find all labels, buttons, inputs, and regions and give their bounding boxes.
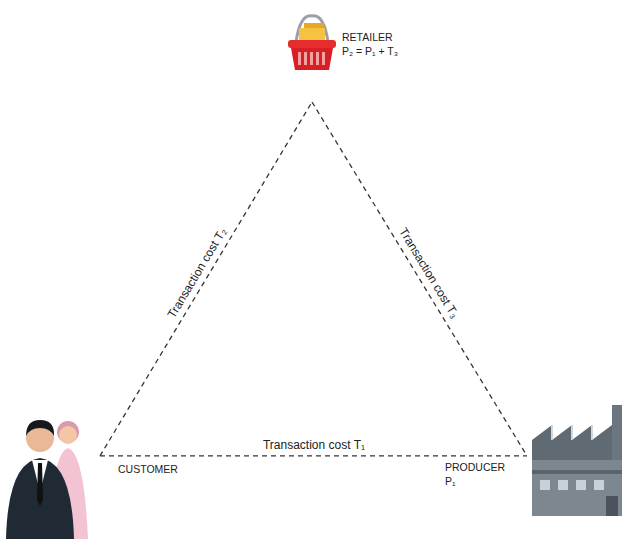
node-name: RETAILER (342, 30, 398, 44)
edge-label: Transaction cost T₁ (262, 438, 364, 452)
transaction-link (100, 102, 312, 456)
node-name: PRODUCER (445, 460, 505, 474)
customer-icon (6, 420, 88, 539)
node-text-group: RETAILERP₂ = P₁ + T₃ (342, 30, 398, 58)
node-text-group: CUSTOMER (118, 462, 178, 476)
producer-node: PRODUCERP₁ (527, 405, 623, 520)
basket-icon (288, 16, 336, 70)
edge-label: Transaction cost T₂ (164, 226, 229, 321)
node-name: CUSTOMER (118, 462, 178, 476)
transaction-link (100, 455, 527, 456)
factory-icon (532, 405, 622, 516)
edge-label: Transaction cost T₃ (396, 226, 461, 321)
price-formula: P₁ (445, 474, 505, 488)
retailer-node: RETAILERP₂ = P₁ + T₃ (284, 16, 340, 102)
transaction-link (312, 102, 527, 456)
price-formula: P₂ = P₁ + T₃ (342, 44, 398, 58)
node-text-group: PRODUCERP₁ (445, 460, 505, 488)
customer-node: CUSTOMER (0, 412, 100, 539)
